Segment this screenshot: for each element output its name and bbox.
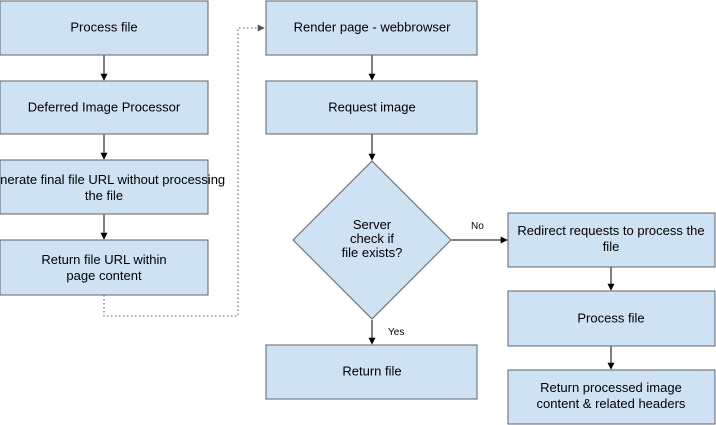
node-process-file: Process file	[0, 0, 209, 56]
edge-label-no: No	[471, 221, 484, 232]
node-deferred-image-processor: Deferred Image Processor	[0, 80, 209, 135]
node-return-file-label: Return file	[342, 363, 401, 378]
node-generate-final-url-label-line: the file	[85, 188, 123, 203]
edge-label-yes: Yes	[388, 327, 404, 338]
node-return-file: Return file	[265, 344, 478, 400]
node-server-check-label-line: file exists?	[342, 245, 403, 260]
node-return-file-url-label-line: Return file URL within	[41, 252, 166, 267]
node-redirect-requests-label-line: file	[603, 239, 620, 254]
node-return-processed-content-label-line: Return processed image	[540, 380, 682, 395]
node-process-file-2-label: Process file	[577, 310, 644, 325]
node-generate-final-url-label-line: Generate final file URL without processi…	[0, 172, 225, 187]
node-process-file-2: Process file	[507, 290, 716, 347]
node-process-file-label: Process file	[70, 19, 137, 34]
node-server-check-label-line: check if	[350, 231, 394, 246]
node-redirect-requests-label-line: Redirect requests to process the	[517, 223, 704, 238]
node-deferred-image-processor-label: Deferred Image Processor	[28, 99, 181, 114]
node-return-file-url-label-line: page content	[66, 268, 142, 283]
node-request-image: Request image	[265, 80, 478, 135]
node-generate-final-url: Generate final file URL without processi…	[0, 159, 225, 215]
node-request-image-label: Request image	[328, 99, 415, 114]
node-server-check-label-line: Server	[353, 217, 392, 232]
node-return-processed-content-label-line: content & related headers	[537, 396, 686, 411]
edges	[100, 24, 615, 370]
node-render-page-label: Render page - webbrowser	[294, 19, 451, 34]
node-generate-final-url-label: Generate final file URL without processi…	[0, 172, 225, 203]
node-render-page: Render page - webbrowser	[265, 0, 478, 56]
